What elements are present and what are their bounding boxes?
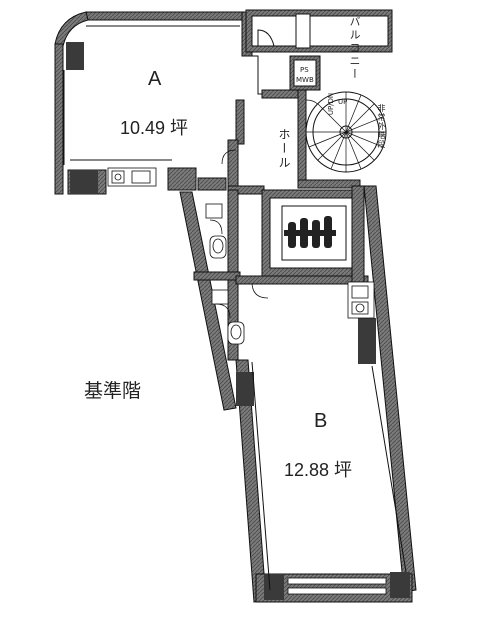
unit-b-window bbox=[287, 577, 387, 595]
floor-label: 基準階 bbox=[84, 380, 142, 402]
toilet-fixtures bbox=[205, 203, 245, 345]
unit-a-inner-lines bbox=[63, 25, 262, 165]
emergency-stair-label: 非常外階段 bbox=[377, 104, 386, 149]
unit-a-area: 10.49 坪 bbox=[120, 118, 189, 138]
unit-a-walls bbox=[54, 11, 253, 195]
hall-label: ホール bbox=[277, 128, 291, 170]
unit-a-window-blocks bbox=[66, 42, 98, 194]
unit-b-label: B bbox=[314, 410, 328, 432]
unit-a-label: A bbox=[148, 68, 162, 90]
unit-b-kitchenette bbox=[347, 281, 375, 319]
balcony bbox=[245, 9, 393, 53]
unit-b-area: 12.88 坪 bbox=[284, 460, 353, 480]
mwb-label: MWB bbox=[296, 76, 314, 84]
toilet-doors bbox=[209, 219, 269, 319]
balcony-label: バルコニー bbox=[348, 16, 361, 81]
elevator-symbol bbox=[284, 216, 336, 248]
unit-b-inner-lines bbox=[251, 361, 407, 591]
spiral-stair bbox=[305, 91, 387, 173]
ps-label: PS bbox=[300, 66, 309, 74]
unit-a-kitchenette bbox=[107, 167, 157, 187]
stair-up-label: UP bbox=[338, 98, 348, 106]
stair-updn-label: UP/DN bbox=[327, 92, 336, 116]
toilet-walls bbox=[179, 189, 241, 411]
